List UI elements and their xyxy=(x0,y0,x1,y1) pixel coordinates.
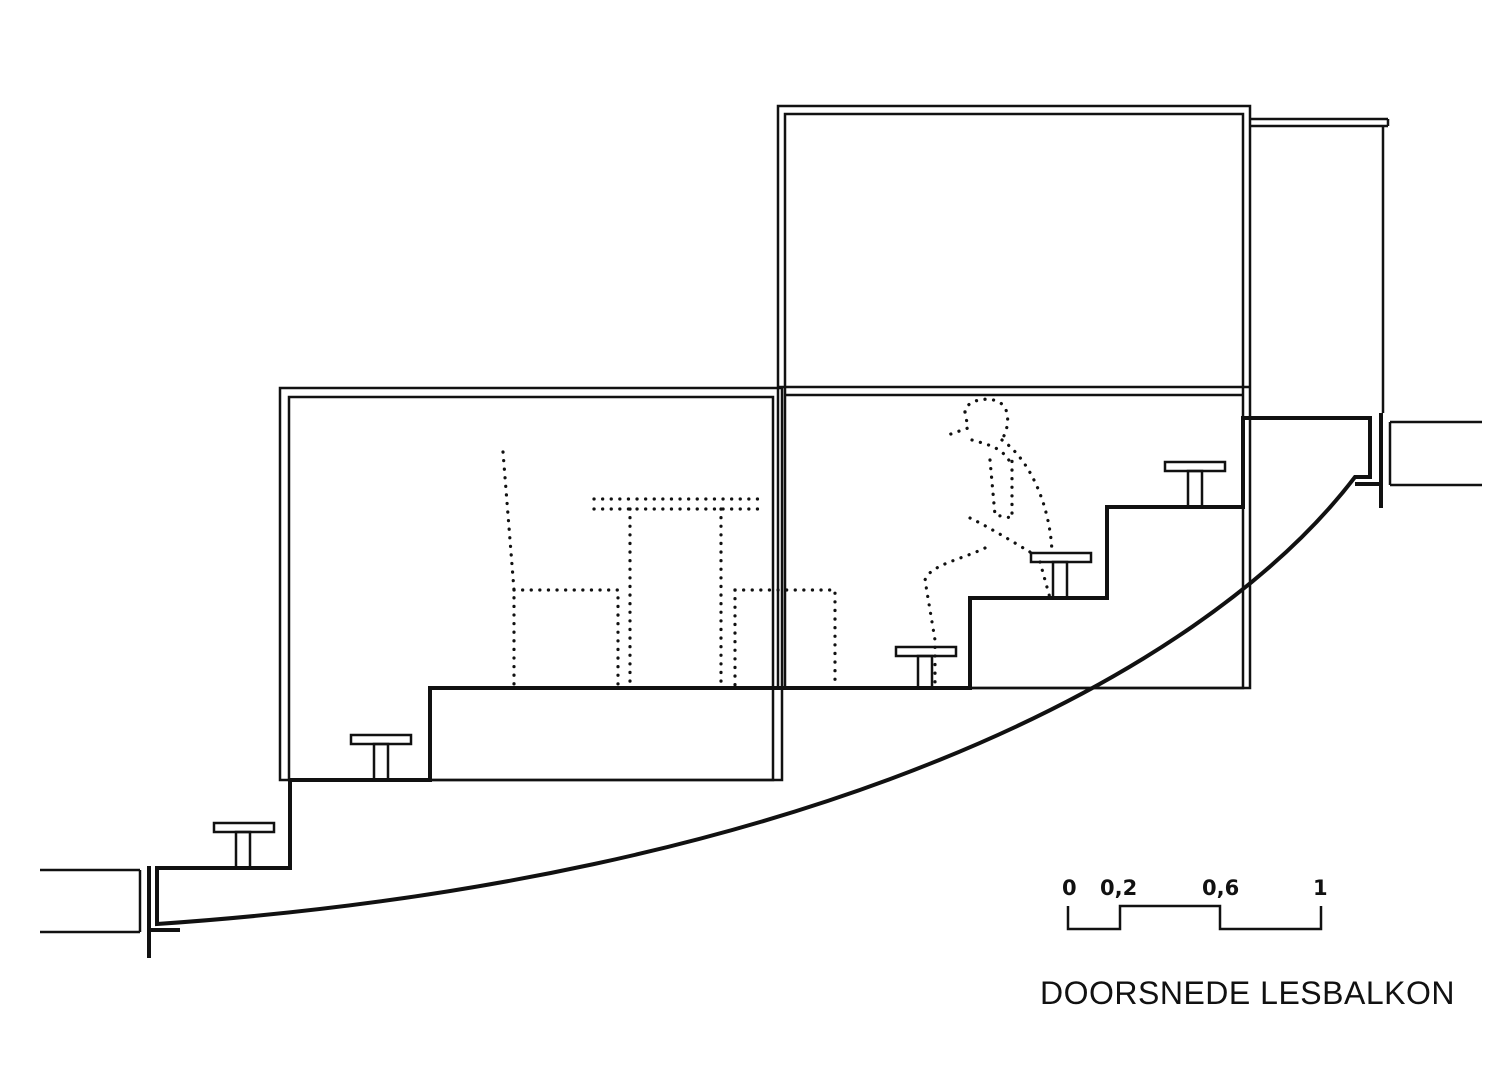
scale-label-1: 1 xyxy=(1313,876,1328,900)
stool-3 xyxy=(894,645,958,690)
scale-bar: 0 0,2 0,6 1 xyxy=(1062,876,1328,931)
roof-canopy xyxy=(1250,117,1390,413)
dotted-table xyxy=(592,497,767,690)
stepped-balcony-section xyxy=(155,416,1372,927)
dotted-chair-left xyxy=(501,450,620,690)
left-floor-slab xyxy=(40,866,180,958)
scale-label-0-2: 0,2 xyxy=(1100,876,1137,900)
scale-label-0-6: 0,6 xyxy=(1202,876,1239,900)
dotted-chair-right xyxy=(733,588,837,690)
upper-glass-frame xyxy=(776,104,1252,690)
stool-4 xyxy=(1029,551,1093,600)
right-floor-slab xyxy=(1355,413,1482,508)
lower-glass-frame xyxy=(278,386,784,782)
stool-5 xyxy=(1163,460,1227,509)
dotted-seated-person xyxy=(923,397,1054,690)
drawing-title: DOORSNEDE LESBALKON xyxy=(1040,975,1455,1011)
scale-label-0: 0 xyxy=(1062,876,1077,900)
stool-2 xyxy=(349,733,413,782)
stool-1 xyxy=(212,821,276,870)
